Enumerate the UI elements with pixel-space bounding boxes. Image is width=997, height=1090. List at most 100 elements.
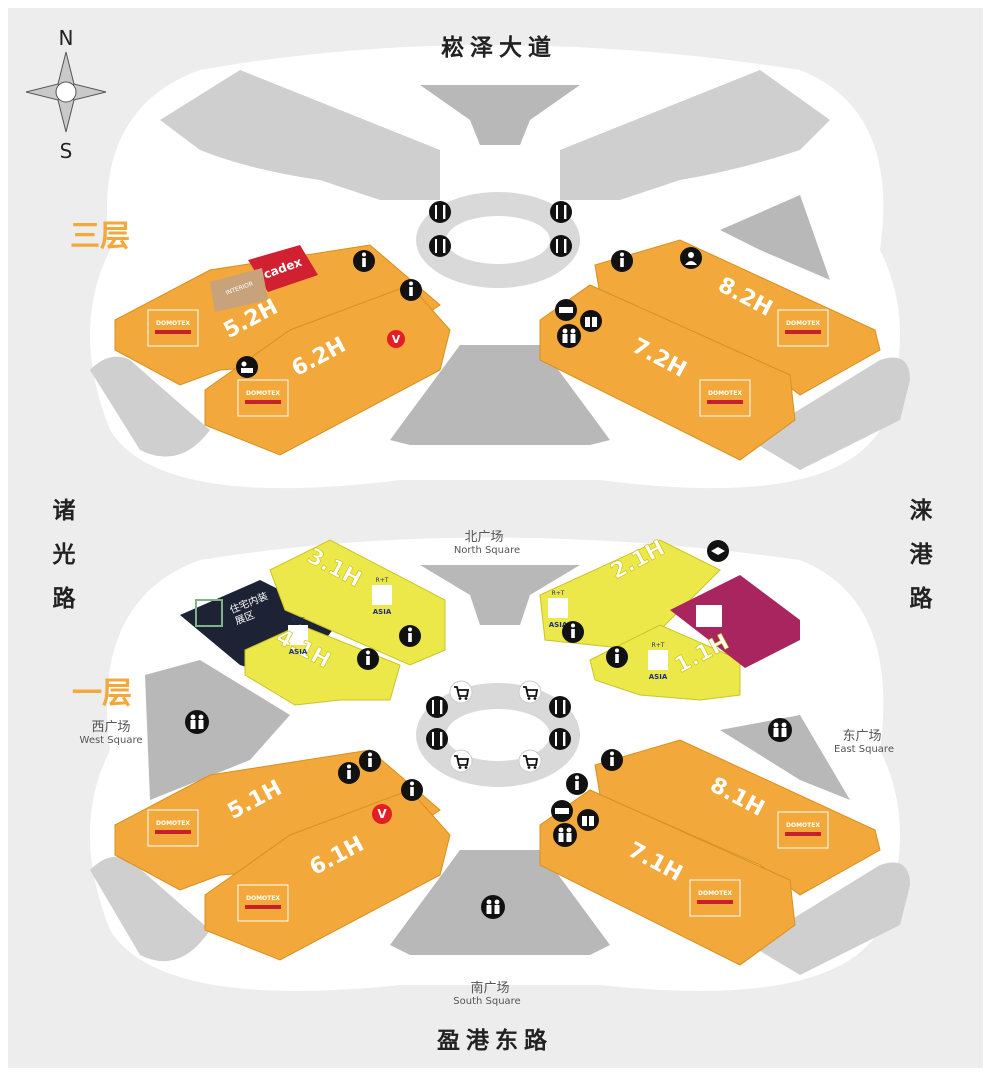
lower-sw-building xyxy=(90,856,210,962)
info-icon[interactable] xyxy=(357,648,379,670)
domotex-logo-text: DOMOTEX xyxy=(698,890,732,897)
restroom-icon[interactable] xyxy=(768,718,792,742)
rt-asia-logo xyxy=(372,585,392,605)
lower-east-plaza xyxy=(720,715,850,800)
road-west-label-1: 诸 xyxy=(53,498,76,524)
meeting-icon[interactable] xyxy=(555,299,577,321)
domotex-logo-text: DOMOTEX xyxy=(786,822,820,829)
info-icon[interactable] xyxy=(562,621,584,643)
info-icon[interactable] xyxy=(359,750,381,772)
hall-4.1H-shape[interactable] xyxy=(244,624,401,706)
domotex-logo-bar xyxy=(155,830,191,834)
meeting-icon[interactable] xyxy=(551,800,573,822)
domotex-logo xyxy=(237,379,289,417)
domotex-logo-bar xyxy=(707,400,743,404)
lower-center-courtyard xyxy=(446,709,550,761)
domotex-logo-text: DOMOTEX xyxy=(708,390,742,397)
domotex-logo xyxy=(147,309,199,347)
upper-center-courtyard xyxy=(446,216,550,264)
domotex-logo-text: DOMOTEX xyxy=(156,820,190,827)
cart-icon[interactable] xyxy=(449,749,473,773)
rt-logo-text: R+T xyxy=(552,590,565,597)
restaurant-icon[interactable] xyxy=(550,201,572,223)
domotex-logo xyxy=(237,884,289,922)
restroom-icon[interactable] xyxy=(557,324,581,348)
info-icon[interactable] xyxy=(401,779,423,801)
domotex-logo-text: DOMOTEX xyxy=(246,895,280,902)
design-zone-shape[interactable] xyxy=(670,575,800,668)
road-east-label-2: 港 xyxy=(910,542,934,568)
rt-asia-logo xyxy=(548,598,568,618)
domotex-logo-bar xyxy=(155,330,191,334)
restaurant-icon[interactable] xyxy=(429,235,451,257)
rt-asia-logo-text: ASIA xyxy=(649,673,668,681)
info-icon[interactable] xyxy=(611,250,633,272)
info-icon[interactable] xyxy=(400,279,422,301)
domotex-logo-bar xyxy=(245,905,281,909)
north-square-en: North Square xyxy=(454,545,520,556)
domotex-logo-bar xyxy=(697,900,733,904)
rt-logo-text: R+T xyxy=(376,577,389,584)
upper-nw-building xyxy=(160,70,440,200)
gift-icon[interactable] xyxy=(577,809,599,831)
south-square-cn: 南广场 xyxy=(470,980,509,996)
hall-7.1H-shape[interactable] xyxy=(539,789,796,966)
domotex-logo xyxy=(777,811,829,849)
cap-icon[interactable] xyxy=(707,540,729,562)
upper-se-building xyxy=(750,357,910,470)
info-icon[interactable] xyxy=(606,646,628,668)
cart-icon[interactable] xyxy=(518,680,542,704)
north-square-cn: 北广场 xyxy=(464,530,503,545)
west-square-cn: 西广场 xyxy=(91,720,130,735)
domotex-logo-bar xyxy=(785,832,821,836)
vip-icon[interactable]: V xyxy=(387,330,405,348)
rt-asia-logo-text: ASIA xyxy=(549,621,568,629)
rt-asia-logo xyxy=(648,650,668,670)
logo-boxes xyxy=(147,245,829,922)
east-square-cn: 东广场 xyxy=(842,729,881,744)
info-icon[interactable] xyxy=(601,749,623,771)
floor-label-1f: 一层 xyxy=(72,676,132,711)
compass-rose: N S xyxy=(25,26,107,163)
domotex-logo-text: DOMOTEX xyxy=(786,320,820,327)
info-icon[interactable] xyxy=(399,625,421,647)
restroom-icon[interactable] xyxy=(236,356,258,378)
restaurant-icon[interactable] xyxy=(426,728,448,750)
info-icon[interactable] xyxy=(353,250,375,272)
restaurant-icon[interactable] xyxy=(549,728,571,750)
vip-icon-label: V xyxy=(377,807,387,821)
restaurant-icon[interactable] xyxy=(426,696,448,718)
east-square-en: East Square xyxy=(834,744,894,755)
cart-icon[interactable] xyxy=(449,680,473,704)
restroom-icon[interactable] xyxy=(185,710,209,734)
restaurant-icon[interactable] xyxy=(429,201,451,223)
lower-north-plaza xyxy=(420,565,580,625)
info-icon[interactable] xyxy=(338,762,360,784)
vip-icon[interactable]: V xyxy=(372,804,392,824)
lower-se-building xyxy=(750,862,910,975)
road-east-label-1: 涞 xyxy=(910,498,933,524)
cart-icon[interactable] xyxy=(518,749,542,773)
rt-asia-logo-text: ASIA xyxy=(373,608,392,616)
road-south-label: 盈港东路 xyxy=(436,1027,553,1054)
gift-icon[interactable] xyxy=(580,310,602,332)
domotex-logo xyxy=(689,879,741,917)
restroom-icon[interactable] xyxy=(553,823,577,847)
rt-logo-text: R+T xyxy=(652,642,665,649)
upper-ne-plaza xyxy=(720,195,830,280)
upper-north-plaza xyxy=(420,85,580,145)
rt-asia-logo-text: ASIA xyxy=(289,648,308,656)
floor-label-3f: 三层 xyxy=(70,219,130,254)
info-icon[interactable] xyxy=(566,773,588,795)
restaurant-icon[interactable] xyxy=(550,235,572,257)
domotex-logo-bar xyxy=(245,400,281,404)
residential-zone-logo xyxy=(195,599,223,627)
restaurant-icon[interactable] xyxy=(549,696,571,718)
hall-6.1H-shape[interactable] xyxy=(204,789,451,961)
vip-icon-label: V xyxy=(392,333,401,346)
hall-6.2H-shape[interactable] xyxy=(204,284,451,456)
restroom-icon[interactable] xyxy=(481,895,505,919)
domotex-logo-text: DOMOTEX xyxy=(156,320,190,327)
interior-logo xyxy=(210,268,268,312)
person-icon[interactable] xyxy=(680,247,702,269)
